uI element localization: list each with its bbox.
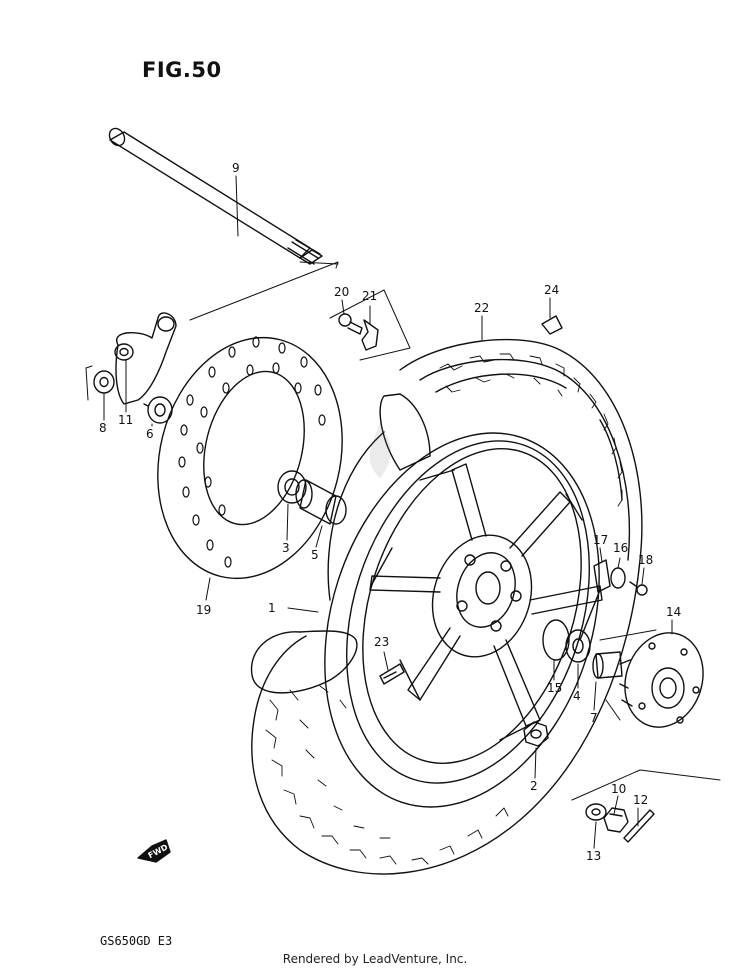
axle-shaft[interactable] [106, 126, 323, 265]
valve-cap-24[interactable] [541, 315, 563, 335]
spacer-5[interactable] [295, 479, 347, 525]
callout-1[interactable]: 1 [268, 601, 276, 615]
bolt-18[interactable] [629, 581, 648, 596]
cotter-pin-12[interactable] [623, 809, 655, 843]
callout-22[interactable]: 22 [474, 301, 489, 315]
wheel-spokes [369, 463, 603, 741]
callout-18[interactable]: 18 [638, 553, 653, 567]
render-credit: Rendered by LeadVenture, Inc. [282, 952, 468, 966]
spacer-7[interactable] [592, 651, 623, 679]
washer-16[interactable] [610, 567, 626, 589]
callout-10[interactable]: 10 [611, 782, 626, 796]
callout-16[interactable]: 16 [613, 541, 628, 555]
callout-3[interactable]: 3 [282, 541, 290, 555]
callout-8[interactable]: 8 [99, 421, 107, 435]
callout-20[interactable]: 20 [334, 285, 349, 299]
lock-plate-21[interactable] [361, 319, 379, 351]
seal-15[interactable] [542, 619, 570, 661]
callout-12[interactable]: 12 [633, 793, 648, 807]
wheel-rim[interactable] [279, 397, 645, 843]
callout-23[interactable]: 23 [374, 635, 389, 649]
callout-14[interactable]: 14 [666, 605, 681, 619]
bearing-4[interactable] [565, 629, 591, 663]
valve-23[interactable] [379, 663, 405, 685]
callout-17[interactable]: 17 [593, 533, 608, 547]
bearing-3[interactable] [277, 470, 307, 504]
callout-19[interactable]: 19 [196, 603, 211, 617]
washer-8[interactable] [93, 370, 115, 394]
nut-2[interactable] [523, 721, 549, 747]
torque-bracket[interactable] [114, 312, 177, 405]
callout-13[interactable]: 13 [586, 849, 601, 863]
callout-24[interactable]: 24 [544, 283, 559, 297]
watermark-flame-logo [369, 422, 392, 478]
callout-5[interactable]: 5 [311, 548, 319, 562]
tire[interactable] [250, 338, 643, 875]
fwd-arrow-icon [137, 839, 171, 863]
washer-13[interactable] [585, 803, 607, 821]
callout-2[interactable]: 2 [530, 779, 538, 793]
callout-7[interactable]: 7 [590, 711, 598, 725]
callout-21[interactable]: 21 [362, 289, 377, 303]
hub-drum-14[interactable] [613, 623, 715, 738]
callout-11[interactable]: 11 [118, 413, 133, 427]
callout-4[interactable]: 4 [573, 689, 581, 703]
brake-disc[interactable] [133, 318, 367, 598]
wheel-hub[interactable] [417, 522, 547, 670]
castle-nut-10[interactable] [603, 807, 629, 833]
callout-9[interactable]: 9 [232, 161, 240, 175]
callout-6[interactable]: 6 [146, 427, 154, 441]
figure-title: FIG.50 [142, 58, 222, 82]
bolt-20[interactable] [338, 313, 363, 335]
model-code: GS650GD E3 [100, 934, 173, 948]
callout-15[interactable]: 15 [547, 681, 562, 695]
